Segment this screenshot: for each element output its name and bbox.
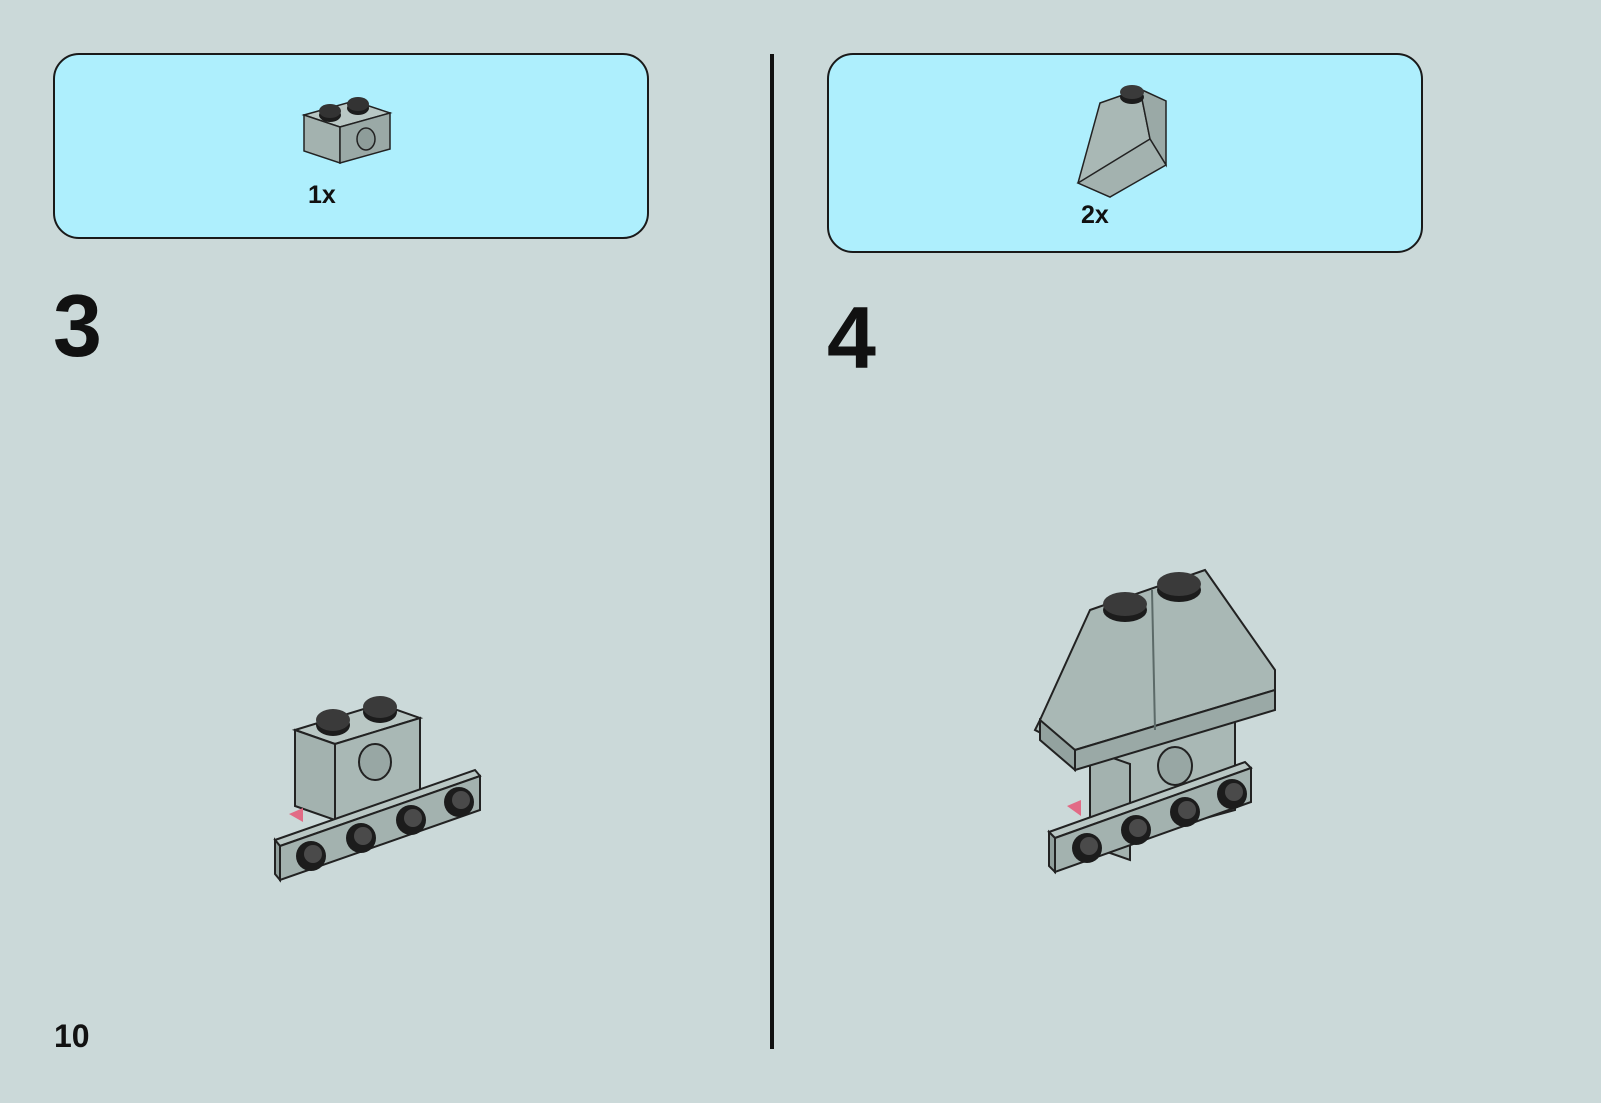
page-number: 10 [54, 1020, 90, 1052]
step-number: 3 [53, 282, 102, 370]
step-4-assembly-icon [1035, 570, 1285, 910]
technic-brick-1x2-icon [300, 91, 395, 171]
step-number: 4 [827, 294, 876, 382]
column-divider [770, 54, 774, 1049]
part-quantity: 2x [1081, 203, 1109, 228]
parts-callout-step-4: 2x [827, 53, 1423, 253]
part-quantity: 1x [308, 183, 336, 208]
slope-brick-icon [1074, 75, 1174, 205]
parts-callout-step-3: 1x [53, 53, 649, 239]
step-3-assembly-icon [275, 690, 495, 905]
